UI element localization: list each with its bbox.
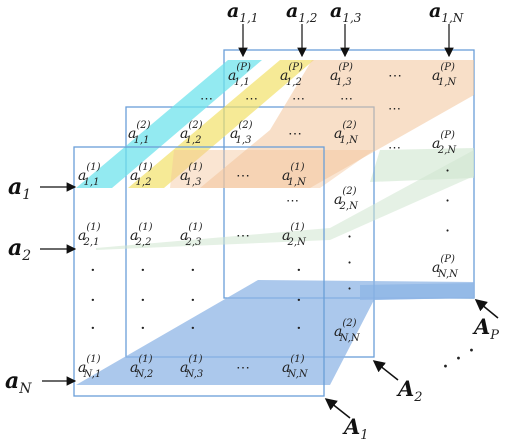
svg-text:a(2)1,2: a(2)1,2 <box>180 120 203 146</box>
svg-text:·: · <box>445 191 450 210</box>
svg-text:a1: a1 <box>8 174 31 203</box>
matrix-frame-1 <box>73 146 325 397</box>
front-dot-grid: · · · · · · · · · · · · <box>90 260 302 339</box>
svg-text:⋯: ⋯ <box>292 92 305 107</box>
back-row-1: a(P)1,1 a(P)1,2 a(P)1,3 ⋯ a(P)1,N <box>228 62 457 88</box>
row-label-n: aN <box>5 368 77 397</box>
svg-text:·: · <box>296 260 302 281</box>
matrix-label-2: A2 <box>372 360 423 405</box>
svg-text:⋯: ⋯ <box>236 168 250 184</box>
back-diag-dots: ⋯ ⋯ ⋯ ⋯ ⋯ ⋯ <box>200 92 401 156</box>
row-label-1: a1 <box>8 174 77 203</box>
column-label-1: a1,1 <box>227 0 258 58</box>
svg-text:a(1)1,1: a(1)1,1 <box>78 162 101 188</box>
peach-band <box>200 60 474 188</box>
matrix-label-p: AP <box>472 299 499 343</box>
row-label-2: a2 <box>8 235 77 264</box>
svg-text:a(1)1,N: a(1)1,N <box>282 162 307 188</box>
column-label-n: a1,N <box>429 0 464 58</box>
layer-ellipsis: · · · <box>442 339 475 380</box>
middle-cell-nn: a(2)N,N <box>334 318 361 344</box>
column-label-2: a1,2 <box>286 0 317 58</box>
svg-text:aN: aN <box>5 368 32 397</box>
middle-cell-2n: a(2)2,N <box>334 186 359 212</box>
svg-text:·: · <box>190 260 196 281</box>
svg-text:·: · <box>140 260 146 281</box>
front-row-2: a(1)2,1 a(1)2,2 a(1)2,3 ⋯ a(1)2,N <box>78 222 307 248</box>
svg-text:a1,N: a1,N <box>429 0 464 25</box>
svg-text:⋯: ⋯ <box>236 228 250 244</box>
svg-text:·: · <box>347 253 352 272</box>
svg-text:⋯: ⋯ <box>200 92 213 107</box>
svg-text:·: · <box>140 318 146 339</box>
svg-text:⋯: ⋯ <box>388 141 401 156</box>
svg-text:⋯: ⋯ <box>388 102 401 117</box>
svg-text:·: · <box>296 318 302 339</box>
svg-text:·: · <box>190 318 196 339</box>
svg-text:a(2)1,N: a(2)1,N <box>334 120 359 146</box>
svg-text:a(1)1,3: a(1)1,3 <box>180 162 203 188</box>
svg-text:A1: A1 <box>342 414 369 443</box>
svg-text:·: · <box>455 347 462 372</box>
svg-text:·: · <box>347 227 352 246</box>
svg-text:a(P)1,2: a(P)1,2 <box>280 62 303 88</box>
svg-text:⋯: ⋯ <box>388 68 402 84</box>
peach-band-lower <box>170 150 374 188</box>
svg-text:·: · <box>140 290 146 311</box>
svg-text:a1,1: a1,1 <box>227 0 258 25</box>
svg-text:a(1)N,2: a(1)N,2 <box>130 354 153 380</box>
matrix-label-1: A1 <box>324 398 369 443</box>
svg-text:a1,3: a1,3 <box>330 0 362 25</box>
svg-text:·: · <box>90 260 96 281</box>
front-row-1: a(1)1,1 a(1)1,2 a(1)1,3 ⋯ a(1)1,N <box>78 162 307 188</box>
svg-text:a(1)2,3: a(1)2,3 <box>180 222 203 248</box>
svg-text:⋯: ⋯ <box>340 92 353 107</box>
blue-band <box>76 280 474 385</box>
back-col-dots: · · · <box>445 161 450 240</box>
svg-text:a(1)N,3: a(1)N,3 <box>180 354 203 380</box>
svg-text:a(2)1,1: a(2)1,1 <box>128 120 151 146</box>
svg-text:⋯: ⋯ <box>236 360 250 376</box>
front-row-n: a(1)N,1 a(1)N,2 a(1)N,3 ⋯ a(1)N,N <box>78 354 309 380</box>
svg-text:a(1)N,1: a(1)N,1 <box>78 354 101 380</box>
middle-row-1: a(2)1,1 a(2)1,2 a(2)1,3 ⋯ a(2)1,N <box>128 120 359 146</box>
svg-text:·: · <box>347 279 352 298</box>
svg-text:a1,2: a1,2 <box>286 0 317 25</box>
svg-text:⋯: ⋯ <box>245 92 258 107</box>
yellow-band <box>128 60 314 188</box>
svg-text:·: · <box>442 355 449 380</box>
middle-col-dots: · · · <box>347 227 352 298</box>
svg-text:·: · <box>190 290 196 311</box>
svg-text:a(1)2,N: a(1)2,N <box>282 222 307 248</box>
svg-text:·: · <box>90 318 96 339</box>
back-cell-2n: a(P)2,N <box>432 130 457 156</box>
svg-text:a(P)1,N: a(P)1,N <box>432 62 457 88</box>
green-band <box>96 150 474 250</box>
svg-text:⋯: ⋯ <box>288 126 302 142</box>
svg-text:a(1)N,N: a(1)N,N <box>282 354 309 380</box>
column-label-3: a1,3 <box>330 0 362 58</box>
svg-text:AP: AP <box>472 314 499 343</box>
svg-text:·: · <box>445 161 450 180</box>
svg-text:a(2)1,3: a(2)1,3 <box>230 120 253 146</box>
svg-text:A2: A2 <box>396 376 423 405</box>
back-cell-nn: a(P)N,N <box>432 254 459 280</box>
middle-ellipsis: ⋯ <box>286 194 299 209</box>
svg-text:·: · <box>296 290 302 311</box>
svg-text:a(1)2,2: a(1)2,2 <box>130 222 153 248</box>
svg-text:a(1)2,1: a(1)2,1 <box>78 222 101 248</box>
svg-text:·: · <box>90 290 96 311</box>
svg-text:·: · <box>468 339 475 364</box>
cell: a <box>228 68 236 84</box>
svg-text:a(1)1,2: a(1)1,2 <box>130 162 153 188</box>
svg-text:·: · <box>445 221 450 240</box>
svg-text:a(P)1,1: a(P)1,1 <box>228 62 251 88</box>
svg-text:a(P)1,3: a(P)1,3 <box>330 62 353 88</box>
svg-text:a2: a2 <box>8 235 31 264</box>
cyan-band <box>76 60 262 188</box>
